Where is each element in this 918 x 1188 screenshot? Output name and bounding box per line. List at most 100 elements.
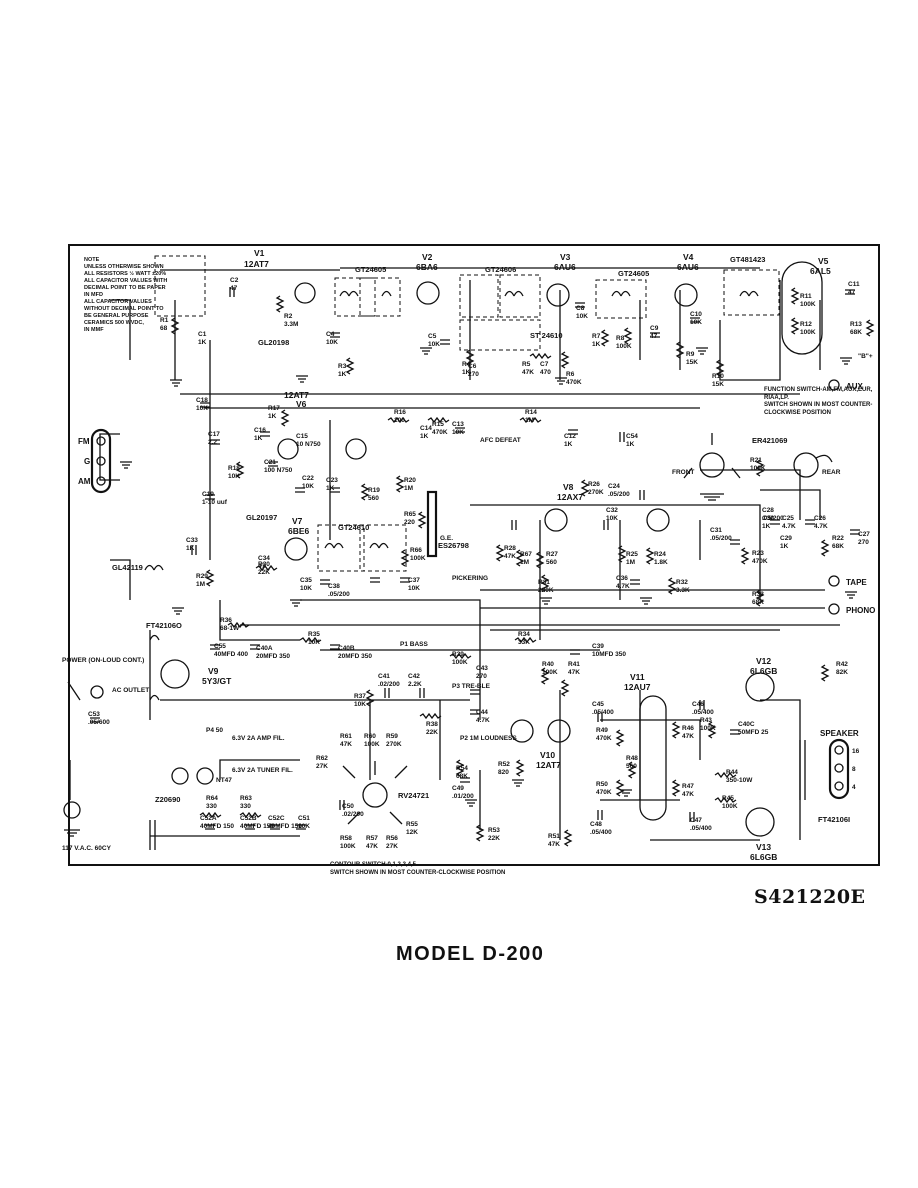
resistor-ref-label: R8	[616, 335, 625, 342]
capacitor-value-label: 1K	[420, 433, 429, 440]
capacitor-ref-label: C49	[452, 785, 464, 792]
capacitor-ref-label: C25	[782, 515, 794, 522]
resistor-value-label: 68K	[850, 329, 862, 336]
resistor-value-label: 10K	[354, 701, 366, 708]
resistor-value-label: 100K	[364, 741, 380, 748]
capacitor-value-label: 4.7K	[476, 717, 490, 724]
capacitor-ref-label: C45	[592, 701, 604, 708]
document-number: S421220E	[754, 886, 866, 908]
ge-cartridge-label: G.E.	[440, 535, 453, 542]
capacitor-value-label: .02/200	[342, 811, 364, 818]
capacitor-value-label: 10K	[690, 319, 702, 326]
resistor-ref-label: R26	[588, 481, 600, 488]
capacitor-value-label: 10 N750	[296, 441, 321, 448]
capacitor-ref-label: C55	[214, 643, 226, 650]
input-jacks	[828, 379, 840, 615]
capacitor-value-label: 4.7K	[782, 523, 796, 530]
resistor-ref-label: R4	[462, 361, 471, 368]
capacitor-value-label: 1K	[186, 545, 195, 552]
resistor-ref-label: R36	[220, 617, 232, 624]
capacitor-value-label: 47	[258, 563, 266, 570]
resistor-ref-label: R52	[498, 761, 510, 768]
t-er421069: ER421069	[752, 436, 787, 445]
capacitor-ref-label: C37	[408, 577, 420, 584]
resistor-ref-label: R55	[406, 821, 418, 828]
capacitor-value-label: .02/200	[378, 681, 400, 688]
capacitor-value-label: 1K	[198, 339, 207, 346]
resistor-value-label: 470K	[752, 558, 768, 565]
v12-label: V12	[756, 656, 771, 666]
power-switch-label: POWER (ON-LOUD CONT.)	[62, 657, 144, 664]
resistor-ref-label: R2	[284, 313, 293, 320]
capacitor-value-label: 20MFD 350	[338, 653, 372, 660]
resistor-value-label: 100K	[340, 843, 356, 850]
resistor-ref-label: R24	[654, 551, 666, 558]
resistor-value-label: 47K	[522, 369, 534, 376]
v12-type: 6L6GB	[750, 666, 777, 676]
t-rv24721: RV24721	[398, 791, 429, 800]
capacitor-value-label: 47	[848, 289, 856, 296]
resistor-ref-label: R33	[752, 591, 764, 598]
resistor-value-label: 22K	[426, 729, 438, 736]
resistor-value-label: 15K	[686, 359, 698, 366]
t-st24610: ST 24610	[530, 331, 563, 340]
resistor-value-label: 47K	[682, 733, 694, 740]
ac-outlet-label: AC OUTLET	[112, 687, 149, 694]
resistor-ref-label: R42	[836, 661, 848, 668]
tape-jack-label: TAPE	[846, 578, 867, 587]
resistor-value-label: 22K	[488, 835, 500, 842]
resistor-ref-label: R53	[488, 827, 500, 834]
resistor-value-label: 100K	[722, 803, 738, 810]
resistor-ref-label: R47	[682, 783, 694, 790]
capacitor-ref-label: C17	[208, 431, 220, 438]
v10-type: 12AT7	[536, 760, 561, 770]
resistor-ref-label: R30	[258, 561, 270, 568]
capacitor-ref-label: C38	[328, 583, 340, 590]
resistor-value-label: 10K	[228, 473, 240, 480]
resistor-value-label: 27K	[386, 843, 398, 850]
capacitor-value-label: 270	[468, 371, 479, 378]
v11-label: V11	[630, 672, 645, 682]
v7-label: V7	[292, 516, 303, 526]
note-line: IN MMF	[84, 327, 104, 333]
capacitor-ref-label: C9	[650, 325, 659, 332]
general-notes: NOTE UNLESS OTHERWISE SHOWN ALL RESISTOR…	[84, 257, 202, 334]
resistor-ref-label: R44	[726, 769, 738, 776]
resistor-value-label: 100K	[700, 725, 716, 732]
note-line: NOTE	[84, 257, 100, 263]
resistor-value-label: 68	[160, 325, 168, 332]
resistor-value-label: 22K	[258, 569, 270, 576]
resistor-ref-label: R7	[592, 333, 601, 340]
resistor-ref-label: R3	[338, 363, 347, 370]
resistor-value-label: 47K	[682, 791, 694, 798]
capacitor-ref-label: C29	[780, 535, 792, 542]
bus-wires	[99, 267, 840, 841]
resistor-ref-label: R29	[196, 573, 208, 580]
note-line: ALL RESISTORS ½ WATT ±20%	[84, 271, 167, 277]
resistor-ref-label: R48	[626, 755, 638, 762]
resistor-value-label: 1K	[338, 371, 347, 378]
capacitor-ref-label: C40A	[256, 645, 273, 652]
t-gl20197: GL20197	[246, 513, 277, 522]
resistor-value-label: 10K	[308, 639, 320, 646]
capacitor-value-label: .05/400	[692, 709, 714, 716]
capacitor-ref-label: C34	[258, 555, 270, 562]
resistor-value-label: 100K	[750, 465, 766, 472]
resistor-value-label: 100K	[800, 329, 816, 336]
capacitor-value-label: 50MFD 25	[738, 729, 769, 736]
capacitor-ref-label: C27	[858, 531, 870, 538]
resistor-ref-label: R57	[366, 835, 378, 842]
function-switch-note: FUNCTION SWITCH-AM,FM,AUX,EUR, RIAA,LP. …	[764, 387, 876, 417]
v5-label: V5	[818, 256, 829, 266]
resistor-ref-label: R28	[504, 545, 516, 552]
resistor-value-label: 470K	[596, 789, 612, 796]
resistor-ref-label: R60	[364, 733, 376, 740]
capacitor-value-label: 4.7K	[616, 583, 630, 590]
capacitor-ref-label: C40B	[338, 645, 355, 652]
capacitor-ref-label: C31	[710, 527, 722, 534]
t-gt24605-a: GT24605	[355, 265, 386, 274]
speaker-8-label: 8	[852, 766, 856, 773]
capacitor-value-label: .01/200	[452, 793, 474, 800]
speaker-label: SPEAKER	[820, 729, 859, 738]
resistor-ref-label: R45	[722, 795, 734, 802]
